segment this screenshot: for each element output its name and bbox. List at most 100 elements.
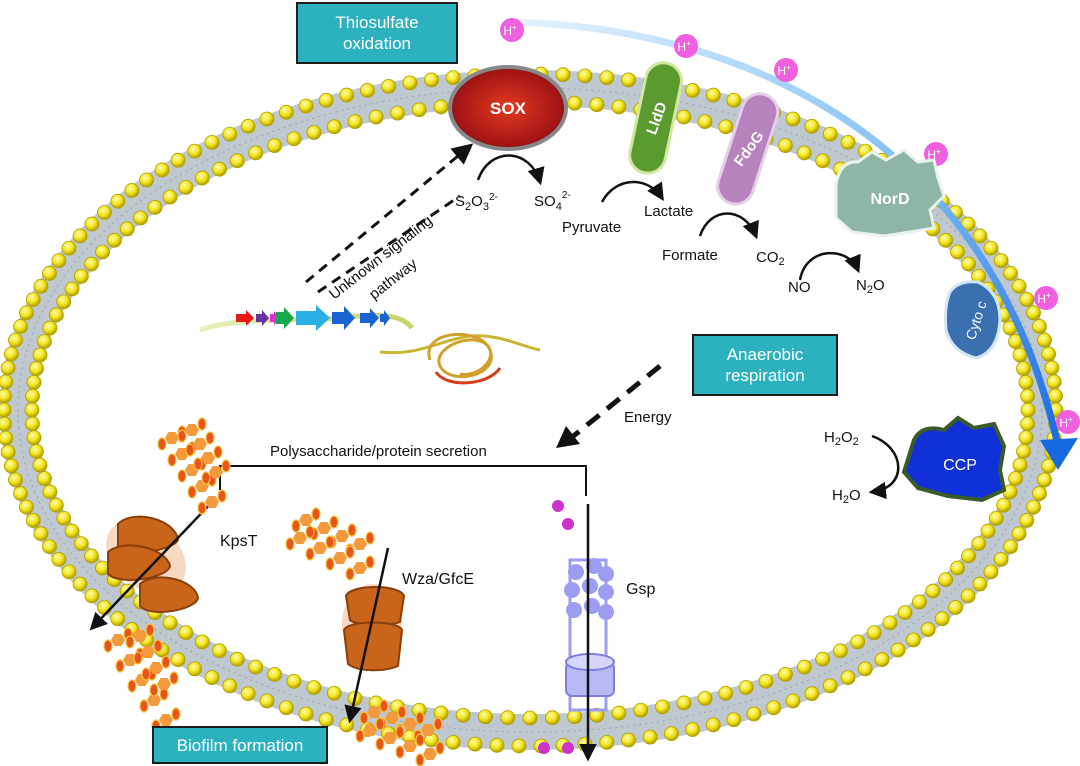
no-reaction-arrow	[798, 251, 861, 281]
lipid-head	[611, 99, 627, 115]
lipid-head	[726, 92, 742, 108]
lipid-head	[1008, 471, 1023, 486]
lipid-head	[48, 307, 64, 323]
h2o2-label: H2O2	[824, 429, 859, 448]
lipid-head	[24, 402, 40, 418]
lipid-head	[162, 189, 178, 205]
lipid-head	[961, 548, 976, 564]
sugar-bead	[213, 445, 223, 459]
sugar-bead	[379, 699, 389, 713]
lipid-head	[0, 444, 16, 460]
sugar-unit	[159, 713, 173, 727]
lipid-head	[850, 634, 866, 650]
sugar-bead	[145, 623, 155, 637]
lipid-head	[1020, 402, 1036, 418]
lipid-head	[187, 661, 203, 677]
nord-label: NorD	[870, 191, 909, 208]
lipid-head	[938, 232, 954, 248]
lipid-head	[42, 484, 58, 500]
sugar-bead	[365, 531, 375, 545]
sugar-unit	[111, 633, 125, 647]
lipid-head	[599, 70, 615, 86]
sugar-bead	[375, 737, 385, 751]
no-label: NO	[788, 279, 811, 296]
lipid-head	[1018, 374, 1034, 390]
polysaccharide-chains	[103, 417, 445, 766]
secreted-protein	[562, 742, 574, 754]
lipid-head	[1012, 457, 1028, 473]
lipid-head	[72, 576, 88, 592]
lipid-head	[950, 560, 965, 576]
gsp-label: Gsp	[626, 581, 655, 598]
lipid-head	[522, 710, 538, 726]
lipid-head	[866, 625, 882, 641]
lipid-head	[785, 693, 801, 709]
lipid-head	[567, 95, 583, 111]
kpst-transporter	[106, 515, 200, 613]
lipid-head	[1032, 486, 1047, 501]
ccp-protein: CCP	[901, 415, 1007, 503]
lipid-head	[33, 278, 49, 294]
proton-label: H+	[1037, 291, 1051, 306]
thiosulfate-label: S2O32-	[455, 192, 498, 213]
lipid-head	[84, 216, 100, 232]
sugar-bead	[161, 655, 171, 669]
proton: H+	[674, 34, 698, 58]
protons: H+H+H+H+H+H+	[500, 18, 1080, 434]
lipid-head	[589, 707, 605, 723]
lipid-head	[73, 536, 89, 552]
lipid-head	[676, 109, 692, 125]
sugar-unit	[333, 551, 347, 565]
sugar-bead	[285, 537, 295, 551]
lipid-head	[222, 126, 238, 142]
lipid-head	[911, 594, 927, 610]
lipid-head	[278, 104, 294, 120]
sox-complex: SOX	[448, 65, 568, 151]
proton-arc-arrowhead	[1040, 438, 1078, 470]
lipid-head	[455, 707, 471, 723]
sugar-unit	[165, 431, 179, 445]
sugar-bead	[291, 519, 301, 533]
lipid-head	[97, 600, 112, 615]
lipid-head	[746, 706, 762, 722]
peroxide-reaction-arrow	[868, 434, 900, 500]
sugar-unit	[403, 739, 417, 753]
lipid-head	[229, 651, 245, 667]
proton-label: H+	[503, 23, 517, 38]
lipid-head	[61, 564, 77, 580]
lipid-head	[298, 98, 314, 114]
lipid-head	[796, 659, 812, 675]
sugar-unit	[421, 723, 435, 737]
proton-label: H+	[777, 63, 791, 78]
lipid-head	[339, 87, 355, 103]
energy-label: Energy	[624, 409, 672, 426]
lipid-head	[390, 105, 405, 121]
sugar-unit	[313, 541, 327, 555]
lipid-head	[347, 114, 363, 130]
sugar-bead	[325, 535, 335, 549]
lipid-head	[267, 667, 282, 682]
lipid-head	[360, 83, 375, 98]
lipid-head	[961, 256, 976, 272]
lipid-head	[187, 143, 203, 159]
sugar-bead	[365, 555, 375, 569]
lipid-head	[511, 738, 527, 754]
lipid-head	[424, 72, 439, 88]
lipid-head	[222, 678, 238, 694]
lipid-head	[26, 374, 42, 390]
proton-label: H+	[1059, 415, 1073, 430]
proton-gradient-arc	[504, 18, 1064, 456]
lipid-head	[306, 680, 322, 695]
lipid-head	[1026, 305, 1041, 321]
lipid-head	[972, 576, 988, 592]
sugar-bead	[157, 437, 167, 451]
lipid-head	[48, 497, 64, 513]
lipid-head	[993, 551, 1009, 567]
lipid-head	[339, 717, 355, 733]
kpst-export-arrow	[89, 499, 215, 631]
sugar-bead	[347, 523, 357, 537]
lipid-head	[1003, 265, 1018, 281]
formate-label: Formate	[662, 247, 718, 264]
lipid-head	[13, 319, 28, 334]
